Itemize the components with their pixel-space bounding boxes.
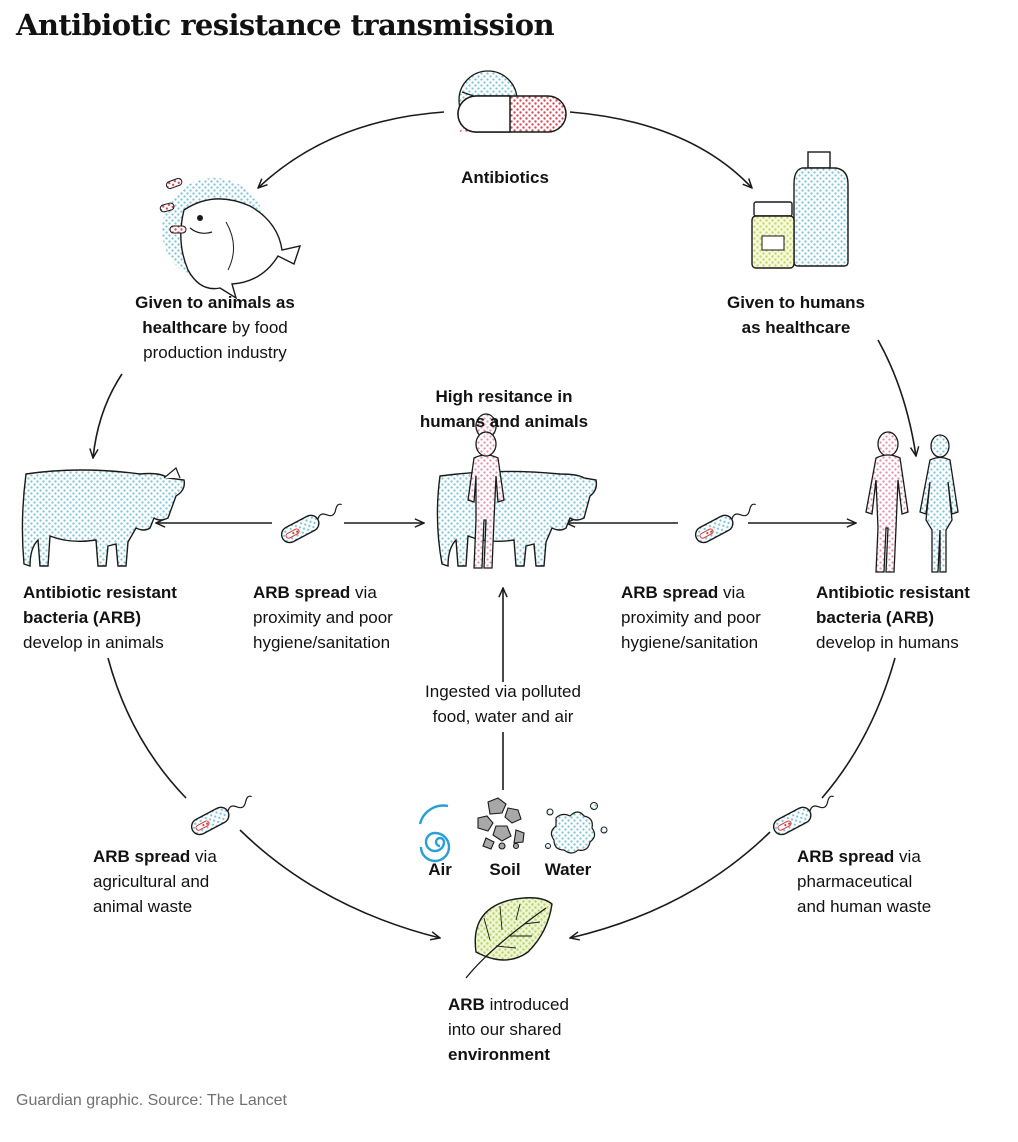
environment-label: ARB introduced into our shared environme… [448, 995, 569, 1064]
pharma-waste-label: ARB spread via pharmaceutical and human … [797, 847, 932, 916]
spread-right-label: ARB spread via proximity and poor hygien… [621, 583, 761, 652]
salmon-icon [159, 177, 302, 300]
arrows [93, 111, 916, 938]
medicine-bottles-icon [751, 151, 849, 269]
arrow-pharma-spread-to-environment [570, 831, 771, 938]
water-splash-icon [545, 802, 608, 854]
soil-stones-icon [477, 797, 525, 850]
air-label: Air [428, 860, 452, 879]
arrow-humans-healthcare-to-humans [877, 339, 916, 456]
arrow-animals-healthcare-to-cow [93, 373, 123, 458]
humans-healthcare-label: Given to humans as healthcare [727, 293, 865, 337]
arrow-agri-spread-to-environment [239, 829, 440, 938]
arb-animals-label: Antibiotic resistant bacteria (ARB) deve… [23, 583, 177, 652]
antibiotics-label: Antibiotics [461, 168, 549, 187]
bacterium-icon [278, 498, 348, 547]
humans-icon [865, 431, 959, 573]
ingested-label: Ingested via polluted food, water and ai… [425, 682, 581, 726]
animals-healthcare-label: Given to animals as healthcare by food p… [135, 293, 295, 362]
leaf-icon [465, 897, 553, 979]
source-credit: Guardian graphic. Source: The Lancet [16, 1092, 287, 1109]
cow-icon [21, 467, 186, 567]
page-title: Antibiotic resistance transmission [16, 8, 555, 42]
high-resistance-label: High resitance in humans and animals [419, 387, 589, 431]
agri-waste-label: ARB spread via agricultural and animal w… [93, 847, 217, 916]
line-humans-to-pharma-spread [821, 657, 896, 799]
soil-label: Soil [489, 860, 521, 879]
arrow-antibiotics-to-animals [258, 111, 445, 188]
water-label: Water [544, 860, 592, 879]
spread-left-label: ARB spread via proximity and poor hygien… [253, 583, 393, 652]
air-swirl-icon [418, 804, 451, 863]
bacterium-icon [188, 790, 258, 839]
line-cow-to-agri-spread [107, 657, 187, 799]
arrow-antibiotics-to-humans [569, 111, 752, 188]
bacterium-icon [770, 790, 840, 839]
arb-humans-label: Antibiotic resistant bacteria (ARB) deve… [816, 583, 970, 652]
human-and-cow-icon [436, 413, 598, 569]
pill-icon [457, 70, 567, 133]
